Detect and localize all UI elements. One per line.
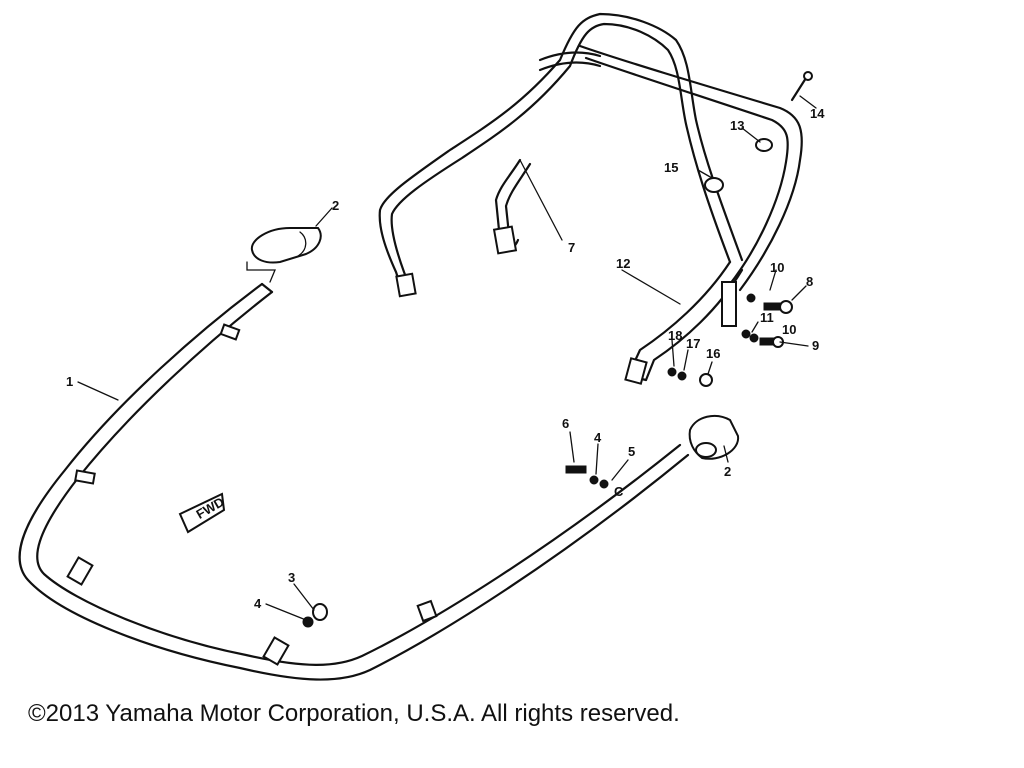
bumper-studs [66,323,438,666]
callout-4-left: 4 [254,596,262,611]
end-cap-upper [246,227,322,283]
callout-4-right: 4 [594,430,602,445]
callout-6: 6 [562,416,569,431]
callout-14: 14 [810,106,825,121]
copyright-notice: ©2013 Yamaha Motor Corporation, U.S.A. A… [28,700,680,727]
callouts: 1 2 2 3 4 4 5 6 7 8 9 10 10 11 12 13 14 … [66,106,825,611]
callout-13: 13 [730,118,744,133]
callout-7: 7 [568,240,575,255]
callout-18: 18 [668,328,682,343]
callout-17: 17 [686,336,700,351]
grab-bar [378,12,744,298]
fwd-arrow: FWD [178,492,227,534]
callout-2-upper: 2 [332,198,339,213]
leader-lines [77,95,817,621]
end-cap-lower [688,414,740,460]
callout-12: 12 [616,256,630,271]
hardware [302,71,813,628]
callout-15: 15 [664,160,678,175]
callout-9: 9 [812,338,819,353]
rear-rail [538,44,803,292]
callout-5: 5 [628,444,635,459]
bumper-tube [18,282,690,681]
callout-8: 8 [806,274,813,289]
callout-c: C [614,484,624,499]
callout-16: 16 [706,346,720,361]
callout-10-upper: 10 [770,260,784,275]
side-bracket [624,260,744,385]
callout-1: 1 [66,374,73,389]
parts-diagram: FWD [18,12,825,681]
callout-2-lower: 2 [724,464,731,479]
callout-3: 3 [288,570,295,585]
callout-11: 11 [760,310,774,325]
callout-10-lower: 10 [782,322,796,337]
